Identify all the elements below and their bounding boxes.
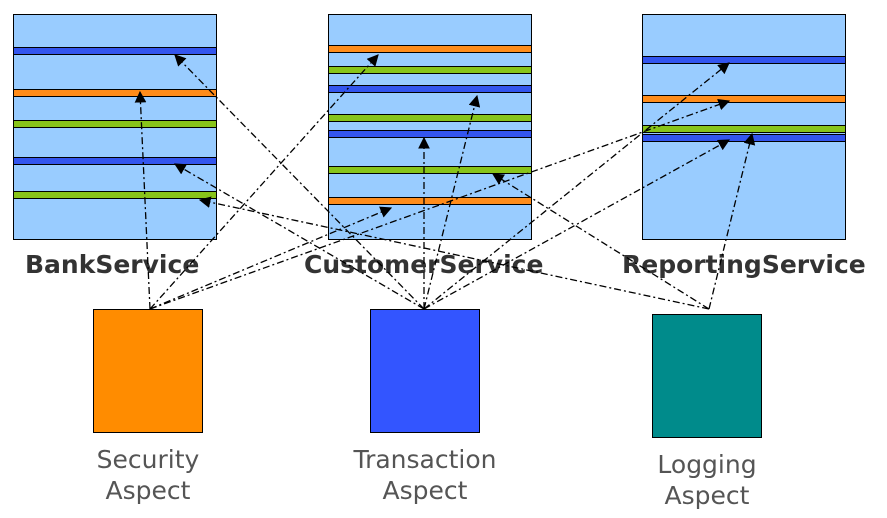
join-point-stripe — [328, 45, 532, 53]
join-point-stripe — [13, 120, 217, 128]
join-point-stripe — [642, 125, 846, 133]
join-point-stripe — [13, 89, 217, 97]
join-point-stripe — [328, 114, 532, 122]
transaction-aspect-label: Transaction Aspect — [353, 445, 497, 505]
arrow-security-customer-2 — [149, 206, 393, 310]
arrow-transaction-bank-1 — [174, 54, 425, 310]
arrow-security-customer-1 — [149, 54, 379, 310]
join-point-stripe — [328, 197, 532, 205]
arrow-logging-customer-1 — [492, 173, 710, 310]
logging-aspect-box — [652, 314, 762, 438]
arrow-security-reporting-1 — [149, 99, 731, 310]
arrow-security-bank-1 — [134, 90, 151, 310]
reporting-service-label: ReportingService — [622, 250, 866, 279]
arrow-transaction-reporting-2 — [423, 139, 731, 310]
customer-service-box — [328, 14, 532, 240]
arrow-transaction-bank-2 — [173, 163, 425, 310]
join-point-stripe — [642, 56, 846, 64]
bank-service-label: BankService — [25, 250, 200, 279]
arrow-logging-reporting-1 — [708, 132, 756, 310]
join-point-stripe — [13, 191, 217, 199]
logging-aspect-label: Logging Aspect — [657, 450, 757, 510]
join-point-stripe — [642, 95, 846, 103]
join-point-stripe — [328, 85, 532, 93]
security-aspect-label: Security Aspect — [96, 445, 200, 505]
bank-service-box — [13, 14, 217, 240]
join-point-stripe — [13, 157, 217, 165]
arrow-logging-bank-1 — [198, 196, 710, 310]
arrow-transaction-reporting-1 — [423, 62, 730, 310]
join-point-stripe — [328, 66, 532, 74]
join-point-stripe — [328, 166, 532, 174]
join-point-stripe — [13, 47, 217, 55]
transaction-aspect-box — [370, 309, 480, 433]
join-point-stripe — [328, 130, 532, 138]
reporting-service-box — [642, 14, 846, 240]
security-aspect-box — [93, 309, 203, 433]
arrow-transaction-customer-1 — [423, 94, 481, 310]
